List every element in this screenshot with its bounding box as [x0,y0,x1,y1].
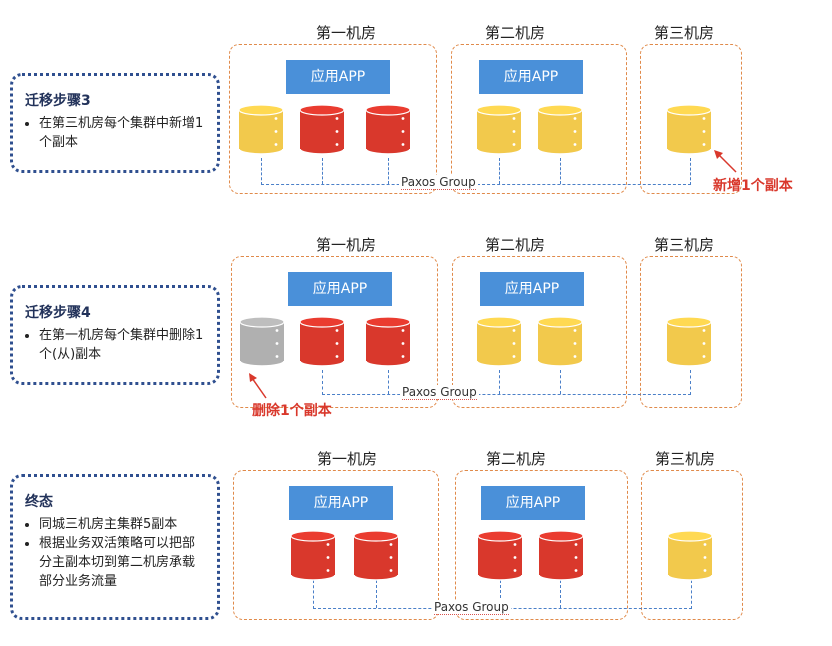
database-icon [238,104,284,155]
row1-paxos-label: Paxos Group [399,175,478,190]
step3-panel: 迁移步骤3 在第三机房每个集群中新增1个副本 [10,73,220,173]
row1-room2-app: 应用APP [479,60,583,94]
row2-room1-title: 第一机房 [315,236,376,254]
row3-room1-title: 第一机房 [316,450,377,468]
step4-bullet-1: 在第一机房每个集群中删除1个(从)副本 [39,326,207,364]
row2-paxos-label: Paxos Group [400,385,479,400]
row3-room1 [233,470,439,620]
row1-annotation: 新增1个副本 [713,178,793,194]
database-icon [353,530,399,581]
final-bullet-2: 根据业务双活策略可以把部分主副本切到第二机房承载部分业务流量 [39,534,207,591]
step4-panel: 迁移步骤4 在第一机房每个集群中删除1个(从)副本 [10,285,220,385]
database-icon [476,316,522,367]
database-icon [667,530,713,581]
row2-room1-app: 应用APP [288,272,392,306]
row2-annotation: 删除1个副本 [252,403,332,419]
arrow-icon [249,373,267,399]
row3-room2-app: 应用APP [481,486,585,520]
row3-room2 [455,470,628,620]
database-icon [299,316,345,367]
row2-room1 [231,256,438,408]
final-bullet-1: 同城三机房主集群5副本 [39,515,207,534]
final-bullets: 同城三机房主集群5副本 根据业务双活策略可以把部分主副本切到第二机房承载部分业务… [25,515,207,591]
database-icon [299,104,345,155]
row2-room3-title: 第三机房 [653,236,714,254]
database-icon [290,530,336,581]
step3-bullet-1: 在第三机房每个集群中新增1个副本 [39,114,207,152]
step3-title: 迁移步骤3 [25,93,91,109]
row1-room1-app: 应用APP [286,60,390,94]
row1-room1 [229,44,437,194]
row1-room3 [640,44,742,194]
row2-room2-title: 第二机房 [484,236,545,254]
database-icon [538,530,584,581]
database-icon [666,316,712,367]
arrow-icon [714,150,737,173]
final-title: 终态 [25,494,53,510]
row1-room3-title: 第三机房 [653,24,714,42]
row3-room3 [641,470,743,620]
row3-room3-title: 第三机房 [654,450,715,468]
row3-room1-app: 应用APP [289,486,393,520]
final-panel: 终态 同城三机房主集群5副本 根据业务双活策略可以把部分主副本切到第二机房承载部… [10,474,220,620]
row2-paxos-line [322,370,691,395]
row3-room2-title: 第二机房 [485,450,546,468]
step4-bullets: 在第一机房每个集群中删除1个(从)副本 [25,326,207,364]
row1-room2-title: 第二机房 [484,24,545,42]
row1-room2 [451,44,627,194]
step3-bullets: 在第三机房每个集群中新增1个副本 [25,114,207,152]
database-icon [666,104,712,155]
row2-room2-app: 应用APP [480,272,584,306]
database-icon [476,104,522,155]
database-icon [477,530,523,581]
database-icon [537,104,583,155]
database-icon [537,316,583,367]
row3-paxos-label: Paxos Group [432,600,511,615]
database-icon [239,316,285,367]
row1-room1-title: 第一机房 [315,24,376,42]
database-icon [365,104,411,155]
row2-room2 [452,256,627,408]
step4-title: 迁移步骤4 [25,305,91,321]
row2-room3 [640,256,742,408]
database-icon [365,316,411,367]
